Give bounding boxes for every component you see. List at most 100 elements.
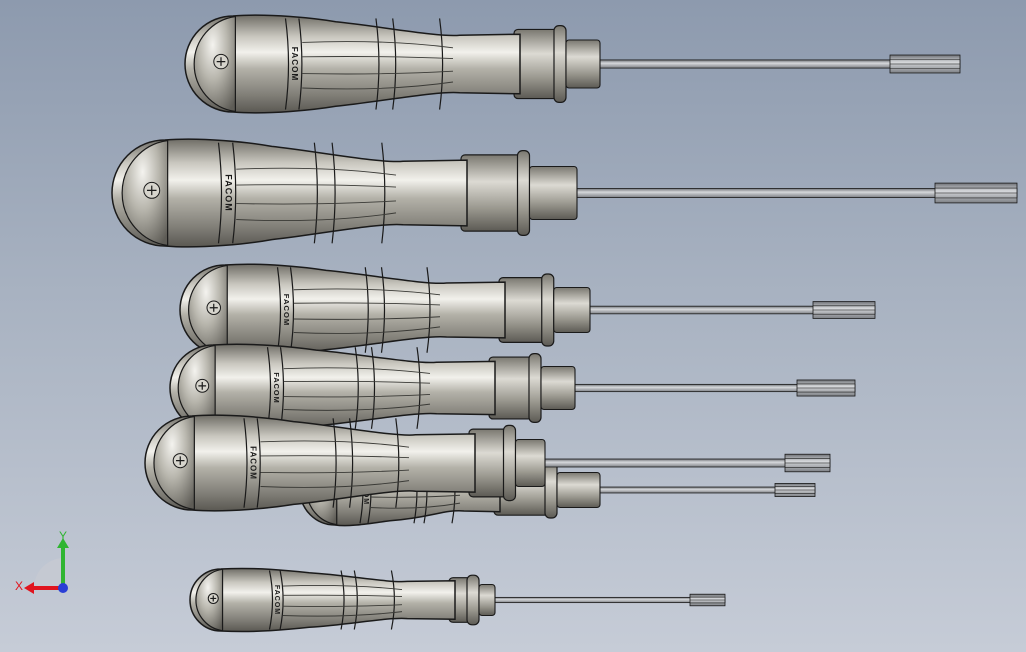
grip-band-line <box>313 142 318 244</box>
grip-groove <box>302 56 454 60</box>
x-axis-label: X <box>15 579 23 593</box>
grip-groove <box>236 200 397 205</box>
grip-groove <box>293 316 441 320</box>
handle <box>179 263 506 357</box>
grip-band-line <box>331 142 336 244</box>
grip-band-line <box>416 347 421 429</box>
screwdriver-2[interactable]: FACOM <box>111 138 1018 248</box>
screwdriver-6[interactable]: FACOM <box>144 414 831 512</box>
grip-band-line <box>268 570 274 630</box>
grip-groove <box>302 41 454 49</box>
grip-band-line <box>298 18 303 110</box>
screwdriver-7[interactable]: FACOM <box>189 567 726 633</box>
grip-groove <box>260 455 410 459</box>
grip-groove <box>236 184 397 188</box>
grip-groove <box>236 212 397 222</box>
x-axis-head <box>24 582 34 594</box>
grip-band-line <box>375 18 380 110</box>
grip-band-line <box>353 570 358 630</box>
grip-groove <box>283 380 431 384</box>
grip-band-line <box>340 570 345 630</box>
collar-neck <box>556 471 601 509</box>
collar-ring <box>541 273 555 347</box>
tip-symbol-cross <box>216 57 226 66</box>
grip-band-line <box>332 418 337 508</box>
collar-ring <box>516 150 531 237</box>
tip-symbol-cross <box>210 595 217 602</box>
grip-groove <box>293 302 441 306</box>
y-axis-head <box>57 538 69 548</box>
tip-symbol-cross <box>209 303 218 312</box>
z-axis-dot <box>58 583 68 593</box>
grip-groove <box>302 70 454 75</box>
brand-label: FACOM <box>290 47 299 81</box>
grip-groove <box>283 367 431 374</box>
handle <box>189 567 456 633</box>
grip-band-line <box>354 347 359 429</box>
grip-groove <box>369 494 461 498</box>
grip-band-line <box>276 267 282 353</box>
grip-groove <box>293 288 441 296</box>
orientation-triad: Y X <box>15 529 69 594</box>
grip-band-line <box>349 418 354 508</box>
grip-groove <box>260 469 410 474</box>
collar-ring <box>502 424 517 502</box>
grip-band-line <box>256 418 261 508</box>
grip-groove <box>282 611 403 617</box>
collar-ring <box>553 25 567 104</box>
grip-groove <box>260 440 410 448</box>
y-axis-label: Y <box>59 529 67 543</box>
screwdriver-3[interactable]: FACOM <box>179 263 876 357</box>
grip-band-line <box>289 267 295 353</box>
triad-plane <box>33 558 63 588</box>
grip-groove <box>282 594 403 597</box>
tip-symbol-cross <box>198 381 207 390</box>
handle <box>144 414 476 512</box>
brand-label: FACOM <box>282 294 291 327</box>
grip-groove <box>260 480 410 488</box>
grip-groove <box>282 604 403 607</box>
grip-band-line <box>364 267 369 353</box>
collar-neck <box>478 583 496 617</box>
grip-band-line <box>395 418 400 508</box>
grip-band-line <box>284 18 290 110</box>
brand-label: FACOM <box>273 585 280 615</box>
handle <box>111 138 468 248</box>
brand-label: FACOM <box>224 174 234 212</box>
ferrule <box>498 277 547 344</box>
ferrule <box>460 154 523 232</box>
grip-band-line <box>279 570 284 630</box>
handle <box>169 343 496 433</box>
collar-neck <box>540 365 576 411</box>
screwdriver-1[interactable]: FACOM <box>184 14 961 114</box>
tip-symbol-cross <box>176 456 185 465</box>
grip-groove <box>369 502 461 509</box>
grip-band-line <box>243 418 248 508</box>
collar-neck <box>565 39 601 89</box>
collar-neck <box>514 438 546 488</box>
brand-label: FACOM <box>249 446 258 480</box>
grip-groove <box>283 394 431 398</box>
collar-neck <box>528 165 578 221</box>
grip-band-line <box>380 267 386 353</box>
grip-groove <box>282 585 403 590</box>
screwdriver-5[interactable]: FACOM <box>169 343 856 433</box>
grip-band-line <box>390 570 395 630</box>
grip-band-line <box>370 347 376 429</box>
grip-band-line <box>426 267 431 353</box>
collar-ring <box>528 353 542 424</box>
grip-band-line <box>392 18 397 110</box>
handle <box>184 14 521 114</box>
grip-band-line <box>232 142 237 244</box>
grip-groove <box>302 81 454 90</box>
collar-ring <box>544 461 558 519</box>
shaft <box>484 596 726 604</box>
grip-band-line <box>381 142 386 244</box>
grip-groove <box>293 326 441 334</box>
grip-band-line <box>439 18 444 110</box>
grip-groove <box>236 167 397 176</box>
collar-ring <box>466 574 480 626</box>
grip-groove <box>283 403 431 411</box>
